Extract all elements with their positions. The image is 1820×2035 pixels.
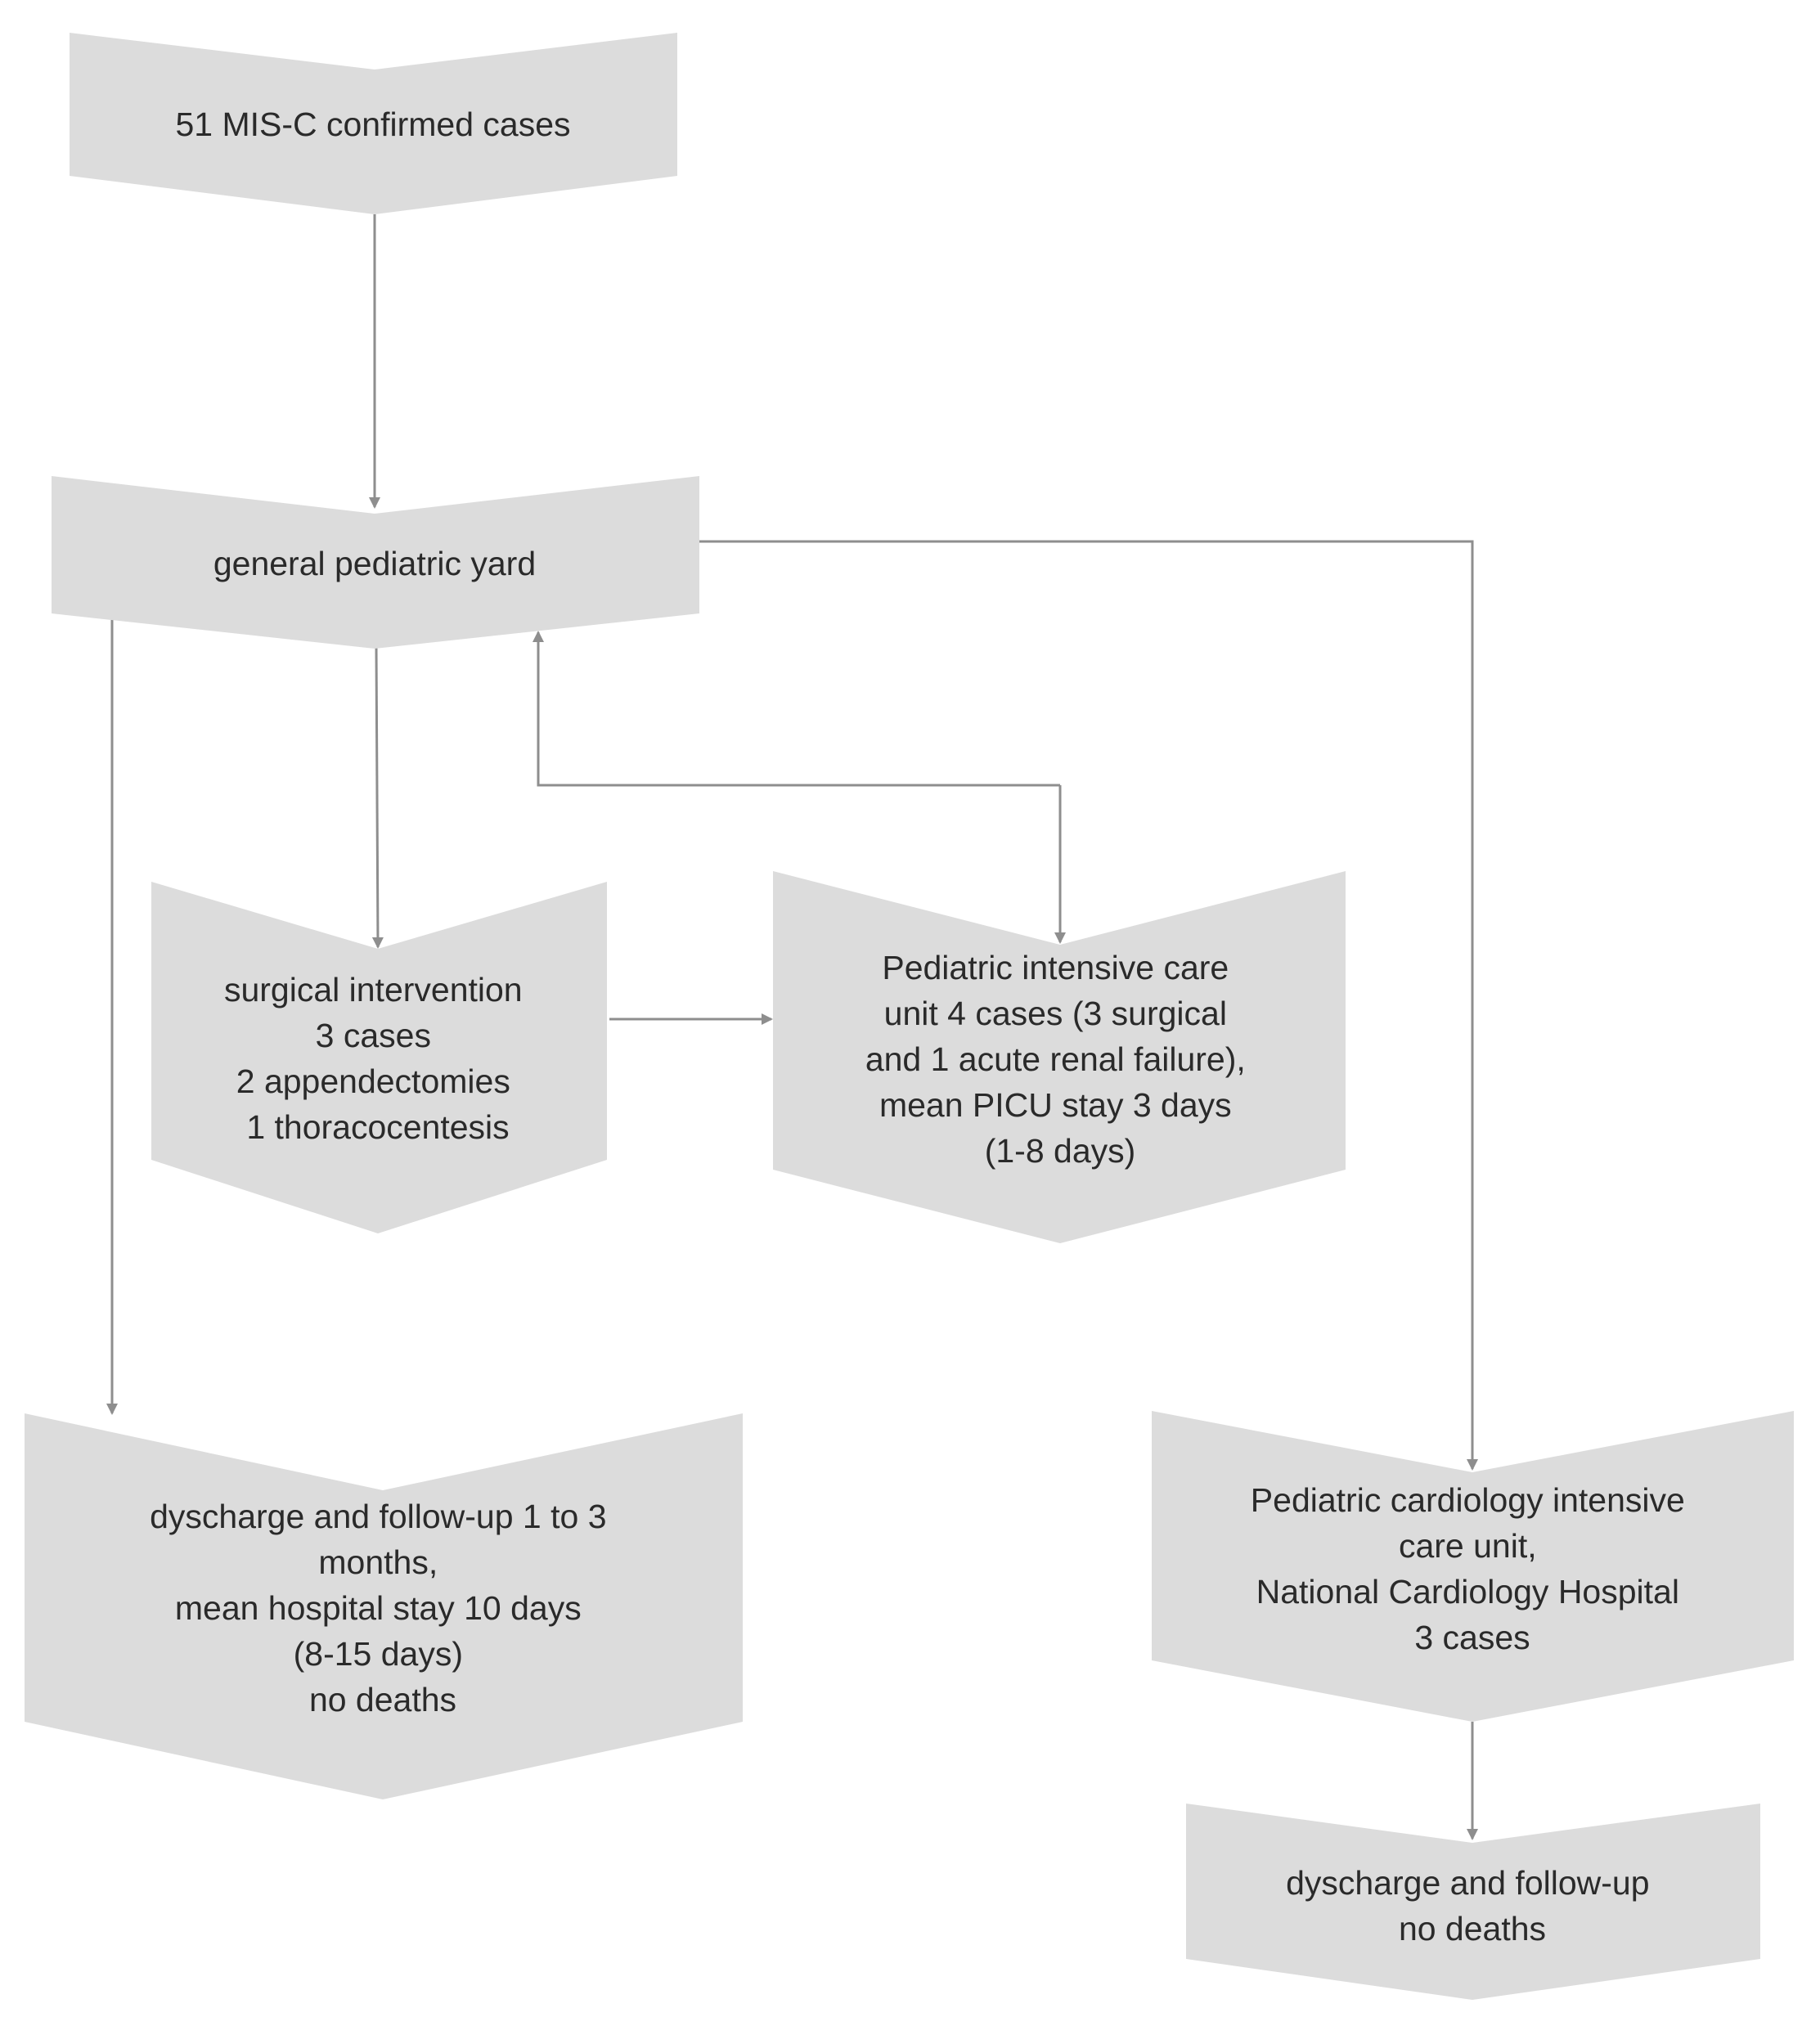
node-discharge-general-line: (8-15 days)	[294, 1635, 463, 1673]
node-general-pediatric-yard-text: general pediatric yard	[213, 545, 536, 582]
node-picu-text: Pediatric intensive care unit 4 cases (3…	[865, 949, 1255, 1170]
node-cardiology-icu-shape	[1152, 1411, 1794, 1722]
node-general-pediatric-yard-shape	[52, 476, 699, 649]
node-discharge-cardio: dyscharge and follow-up no deaths	[1186, 1804, 1760, 2000]
node-discharge-general-line: no deaths	[309, 1681, 456, 1718]
edge-general-yard-to-surgical	[371, 645, 384, 949]
node-discharge-general-line: dyscharge and follow-up 1 to 3	[150, 1498, 606, 1535]
node-cardiology-icu-line: care unit,	[1399, 1527, 1537, 1565]
node-surgical-intervention: surgical intervention 3 cases 2 appendec…	[151, 882, 607, 1233]
node-cardiology-icu-line: Pediatric cardiology intensive	[1251, 1481, 1685, 1519]
node-picu-line: (1-8 days)	[985, 1132, 1136, 1170]
node-discharge-cardio-shape	[1186, 1804, 1760, 2000]
node-surgical-intervention-line: 3 cases	[316, 1017, 431, 1054]
node-cardiology-icu: Pediatric cardiology intensive care unit…	[1152, 1411, 1794, 1722]
node-cardiology-icu-line: 3 cases	[1414, 1619, 1530, 1656]
edge-general-yard-to-cardio-icu	[699, 540, 1478, 1471]
node-picu-line: mean PICU stay 3 days	[879, 1086, 1232, 1124]
node-surgical-intervention-line: surgical intervention	[224, 971, 523, 1009]
node-picu-line: and 1 acute renal failure),	[865, 1040, 1246, 1078]
edge-picu-to-general-yard	[533, 631, 1060, 787]
node-surgical-intervention-shape	[151, 882, 607, 1233]
node-cardiology-icu-text: Pediatric cardiology intensive care unit…	[1251, 1481, 1694, 1656]
node-surgical-intervention-text: surgical intervention 3 cases 2 appendec…	[224, 971, 532, 1146]
node-discharge-general-text: dyscharge and follow-up 1 to 3 months, m…	[150, 1498, 616, 1718]
node-surgical-intervention-line: 2 appendectomies	[236, 1062, 510, 1100]
node-discharge-cardio-text: dyscharge and follow-up no deaths	[1286, 1864, 1659, 1947]
node-discharge-cardio-line: no deaths	[1399, 1910, 1546, 1947]
node-confirmed-cases-text: 51 MIS-C confirmed cases	[175, 106, 570, 143]
node-confirmed-cases-line: 51 MIS-C confirmed cases	[175, 106, 570, 143]
node-discharge-general-shape	[25, 1413, 743, 1799]
node-discharge-general: dyscharge and follow-up 1 to 3 months, m…	[25, 1413, 743, 1799]
node-discharge-cardio-line: dyscharge and follow-up	[1286, 1864, 1649, 1902]
edges	[106, 214, 1478, 1840]
node-picu-line: unit 4 cases (3 surgical	[884, 995, 1227, 1032]
node-surgical-intervention-line: 1 thoracocentesis	[246, 1108, 509, 1146]
node-cardiology-icu-line: National Cardiology Hospital	[1256, 1573, 1679, 1610]
node-picu-line: Pediatric intensive care	[882, 949, 1229, 986]
node-picu-shape	[773, 871, 1346, 1243]
node-general-pediatric-yard: general pediatric yard	[52, 476, 699, 649]
node-discharge-general-line: months,	[318, 1543, 438, 1581]
node-general-pediatric-yard-line: general pediatric yard	[213, 545, 536, 582]
node-confirmed-cases: 51 MIS-C confirmed cases	[70, 33, 677, 214]
node-confirmed-cases-shape	[70, 33, 677, 214]
node-discharge-general-line: mean hospital stay 10 days	[175, 1589, 582, 1627]
node-picu: Pediatric intensive care unit 4 cases (3…	[773, 871, 1346, 1243]
